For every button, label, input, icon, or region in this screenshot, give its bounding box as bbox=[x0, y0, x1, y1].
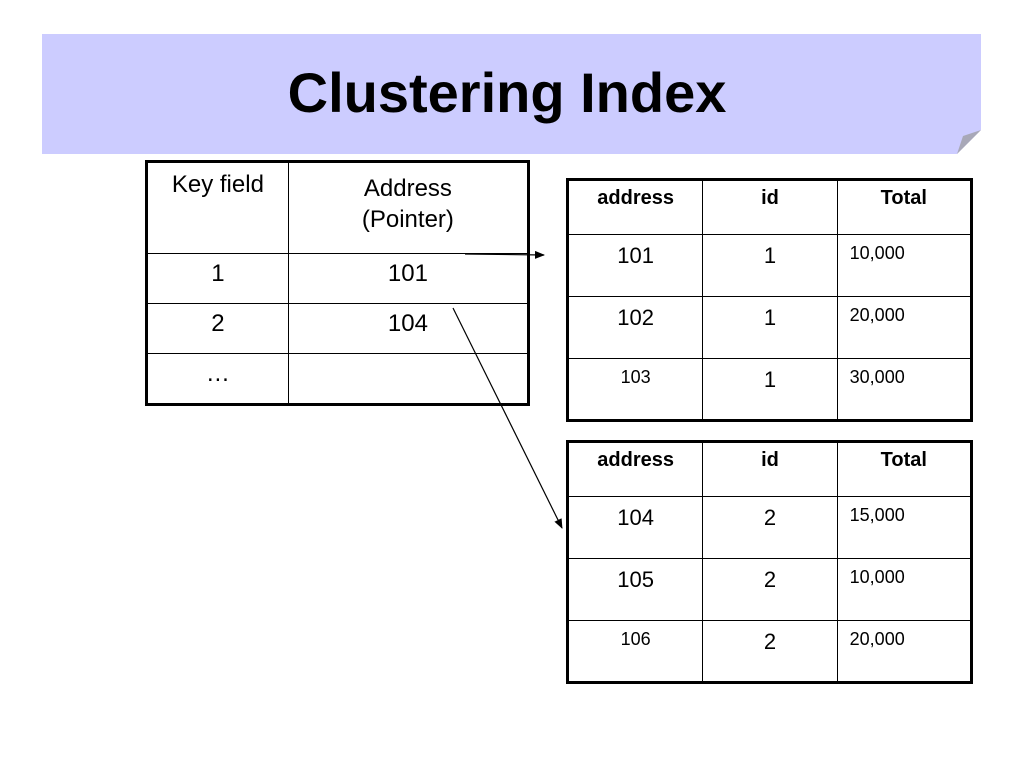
table-row: 101 1 10,000 bbox=[566, 234, 973, 297]
id-cell: 1 bbox=[702, 358, 838, 421]
title-banner: Clustering Index bbox=[42, 34, 981, 154]
address-cell: 106 bbox=[566, 620, 704, 683]
address-cell: 103 bbox=[566, 358, 704, 421]
index-table: Key field Address (Pointer) 1 101 2 104 … bbox=[145, 160, 530, 406]
header-address: address bbox=[566, 179, 704, 235]
header-pointer: (Pointer) bbox=[361, 206, 454, 233]
index-key-cell: 1 bbox=[146, 253, 289, 304]
data-table-block-1: address id Total 101 1 10,000 102 1 20,0… bbox=[566, 178, 973, 422]
table-row: 2 104 bbox=[146, 303, 530, 354]
data-table-block-2: address id Total 104 2 15,000 105 2 10,0… bbox=[566, 440, 973, 684]
id-cell: 1 bbox=[702, 296, 838, 359]
header-address-pointer: Address (Pointer) bbox=[287, 161, 530, 254]
page-curl-corner bbox=[957, 130, 981, 154]
index-address-cell bbox=[287, 353, 530, 405]
total-cell: 10,000 bbox=[836, 558, 973, 621]
total-cell: 20,000 bbox=[836, 296, 973, 359]
index-key-cell: 2 bbox=[146, 303, 289, 354]
id-cell: 2 bbox=[702, 496, 838, 559]
data-table-header-row: address id Total bbox=[566, 441, 973, 497]
address-cell: 104 bbox=[566, 496, 704, 559]
total-cell: 15,000 bbox=[836, 496, 973, 559]
table-row: … bbox=[146, 353, 530, 405]
address-cell: 105 bbox=[566, 558, 704, 621]
table-row: 103 1 30,000 bbox=[566, 358, 973, 421]
header-address: Address bbox=[363, 175, 452, 202]
table-row: 106 2 20,000 bbox=[566, 620, 973, 683]
id-cell: 2 bbox=[702, 620, 838, 683]
total-cell: 20,000 bbox=[836, 620, 973, 683]
index-key-cell: … bbox=[146, 353, 289, 405]
index-table-header-row: Key field Address (Pointer) bbox=[146, 161, 530, 254]
header-total: Total bbox=[836, 441, 973, 497]
total-cell: 10,000 bbox=[836, 234, 973, 297]
header-address: address bbox=[566, 441, 704, 497]
header-total: Total bbox=[836, 179, 973, 235]
address-cell: 102 bbox=[566, 296, 704, 359]
data-table-header-row: address id Total bbox=[566, 179, 973, 235]
page-title: Clustering Index bbox=[287, 61, 727, 124]
total-cell: 30,000 bbox=[836, 358, 973, 421]
table-row: 104 2 15,000 bbox=[566, 496, 973, 559]
table-row: 105 2 10,000 bbox=[566, 558, 973, 621]
address-cell: 101 bbox=[566, 234, 704, 297]
id-cell: 2 bbox=[702, 558, 838, 621]
header-key-field: Key field bbox=[146, 161, 289, 254]
index-address-cell: 101 bbox=[287, 253, 530, 304]
table-row: 102 1 20,000 bbox=[566, 296, 973, 359]
header-id: id bbox=[702, 179, 838, 235]
id-cell: 1 bbox=[702, 234, 838, 297]
index-address-cell: 104 bbox=[287, 303, 530, 354]
table-row: 1 101 bbox=[146, 253, 530, 304]
header-id: id bbox=[702, 441, 838, 497]
